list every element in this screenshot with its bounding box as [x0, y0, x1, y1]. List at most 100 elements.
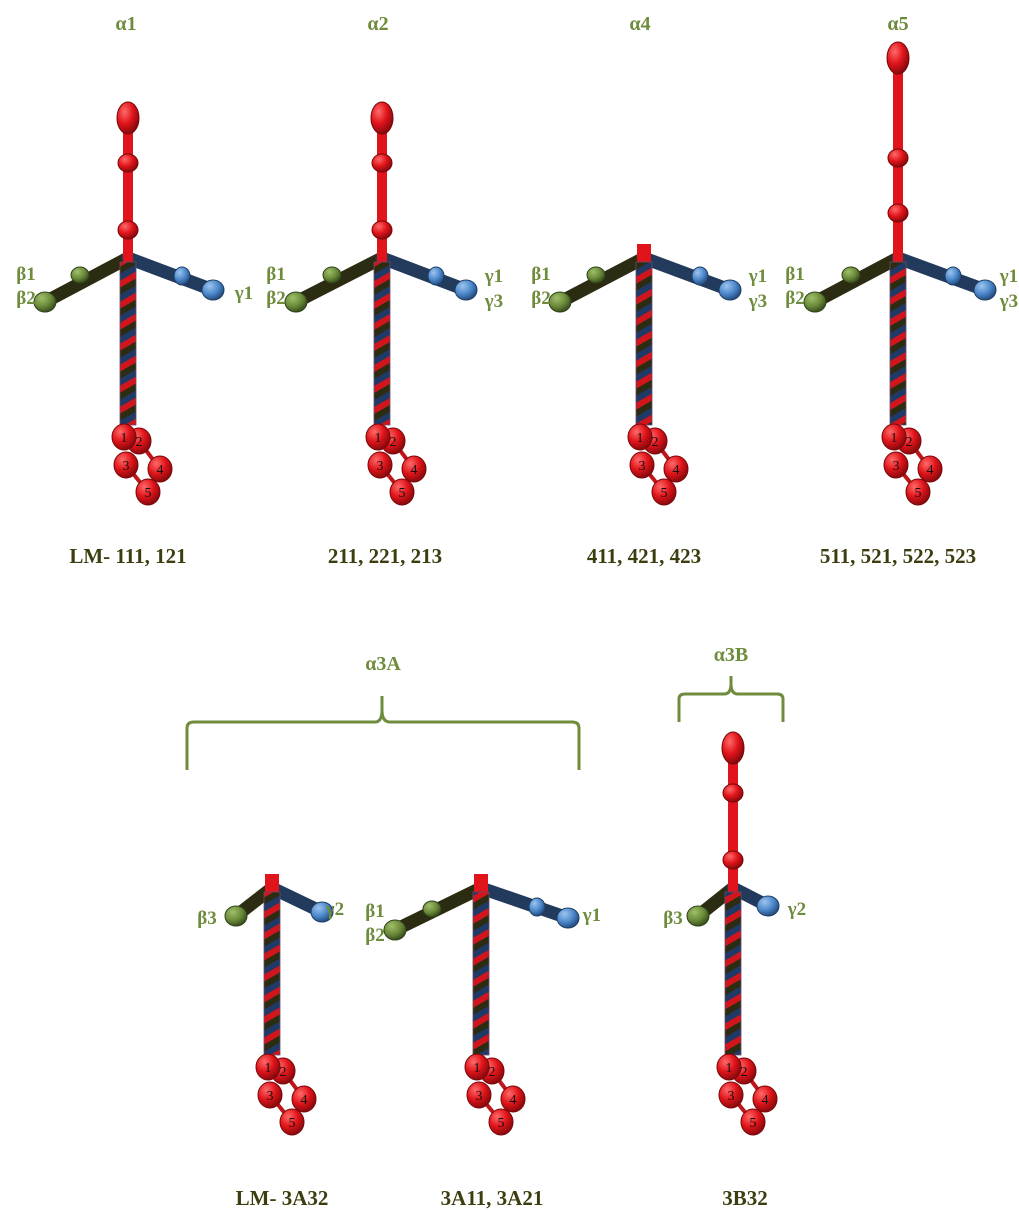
beta-globular-domain	[841, 266, 861, 284]
beta-label: β1	[785, 264, 805, 285]
beta-label: β1	[365, 901, 385, 922]
isoform-label: LM- 3A32	[236, 1186, 329, 1210]
alpha3b-label: α3B	[714, 644, 749, 666]
lg-domain-5	[740, 1108, 766, 1136]
lg-domain-number: 5	[661, 486, 668, 501]
lg-domain-3	[466, 1081, 492, 1109]
alpha-stub	[265, 874, 279, 892]
gamma-label: γ1	[748, 266, 767, 287]
isoform-label: 3A11, 3A21	[441, 1186, 544, 1210]
lg-domain-number: 5	[915, 486, 922, 501]
gamma-globular-domain	[556, 907, 580, 929]
coiled-coil-long-arm	[724, 891, 742, 1056]
alpha-label: α1	[115, 13, 136, 35]
gamma-chain-arm	[474, 881, 575, 925]
lg-domain-number: 3	[267, 1089, 274, 1104]
lg-domain-number: 2	[652, 435, 659, 450]
isoform-label: LM- 111, 121	[69, 544, 186, 568]
lg-domain-number: 4	[673, 463, 680, 478]
lg-domain-1	[627, 423, 653, 451]
beta-globular-domain	[284, 291, 308, 313]
beta-globular-domain	[33, 291, 57, 313]
alpha-globular-domain	[887, 203, 909, 223]
lg-domain-5	[905, 478, 931, 506]
lg-domain-number: 5	[750, 1116, 757, 1131]
gamma-label: γ1	[234, 283, 253, 304]
lg-domain-3	[883, 451, 909, 479]
gamma-globular-domain	[718, 279, 742, 301]
lg-domain-number: 2	[906, 435, 913, 450]
alpha-globular-domain	[117, 220, 139, 240]
lg-domain-number: 3	[377, 459, 384, 474]
lg-domain-number: 4	[927, 463, 934, 478]
lg-domain-3	[629, 451, 655, 479]
alpha-n-terminal-domain	[116, 101, 140, 135]
alpha-label: α2	[367, 13, 388, 35]
lg-domain-5	[389, 478, 415, 506]
gamma-label: γ1	[999, 266, 1018, 287]
lg-domain-number: 4	[510, 1093, 517, 1108]
gamma-globular-domain	[691, 266, 709, 286]
alpha-n-terminal-domain	[721, 731, 745, 765]
gamma-label: γ1	[582, 905, 601, 926]
lg-domain-1	[881, 423, 907, 451]
lg-domain-number: 2	[741, 1065, 748, 1080]
beta-label: β3	[197, 908, 217, 929]
isoform-label: 511, 521, 522, 523	[820, 544, 976, 568]
lg-domain-number: 1	[891, 431, 898, 446]
alpha-globular-domain	[887, 148, 909, 168]
alpha-short-arm	[123, 118, 133, 262]
gamma-globular-domain	[528, 897, 546, 917]
lg-domain-4	[291, 1085, 317, 1113]
gamma-chain-arm	[637, 251, 737, 297]
gamma-globular-domain	[427, 266, 445, 286]
lg-domain-4	[500, 1085, 526, 1113]
lg-domain-number: 1	[375, 431, 382, 446]
beta-label: β1	[531, 264, 551, 285]
alpha-globular-domain	[371, 153, 393, 173]
lg-domain-number: 5	[399, 486, 406, 501]
coiled-coil-long-arm	[373, 261, 391, 426]
lg-domain-number: 4	[157, 463, 164, 478]
lg-domain-5	[279, 1108, 305, 1136]
lg-domain-5	[651, 478, 677, 506]
lg-domain-number: 1	[637, 431, 644, 446]
beta-label: β1	[16, 264, 36, 285]
alpha-short-arm	[728, 748, 738, 892]
alpha3a-bracket: α3A	[185, 653, 581, 770]
gamma-globular-domain	[173, 266, 191, 286]
gamma-label: γ2	[787, 899, 806, 920]
beta-globular-domain	[548, 291, 572, 313]
lg-domain-5	[488, 1108, 514, 1136]
alpha-globular-domain	[371, 220, 393, 240]
lg-domain-number: 2	[280, 1065, 287, 1080]
lg-domain-number: 3	[123, 459, 130, 474]
lg-domain-number: 3	[728, 1089, 735, 1104]
lg-domain-number: 3	[476, 1089, 483, 1104]
coiled-coil-long-arm	[472, 891, 490, 1056]
lg-domain-number: 5	[498, 1116, 505, 1131]
gamma-globular-domain	[201, 279, 225, 301]
lg-domain-number: 2	[390, 435, 397, 450]
lg-domain-number: 2	[136, 435, 143, 450]
gamma-label: γ1	[484, 266, 503, 287]
lg-domain-number: 1	[726, 1061, 733, 1076]
laminin-3b32-molecule: 54 321	[686, 731, 780, 1136]
coiled-coil-long-arm	[119, 261, 137, 426]
gamma-globular-domain	[944, 266, 962, 286]
beta-label: β2	[531, 288, 551, 309]
gamma-label: γ3	[999, 291, 1018, 312]
alpha-stub	[637, 244, 651, 262]
beta-globular-domain	[803, 291, 827, 313]
alpha-label: α4	[629, 13, 650, 35]
chain-labels: β1 β2 γ1 β1 β2 γ1 γ3 β1 β2 γ1 γ3 β1 β2 γ…	[16, 264, 1018, 946]
lg-domain-number: 4	[762, 1093, 769, 1108]
alpha-stub	[474, 874, 488, 892]
alpha-globular-domain	[722, 783, 744, 803]
lg-domain-4	[917, 455, 943, 483]
